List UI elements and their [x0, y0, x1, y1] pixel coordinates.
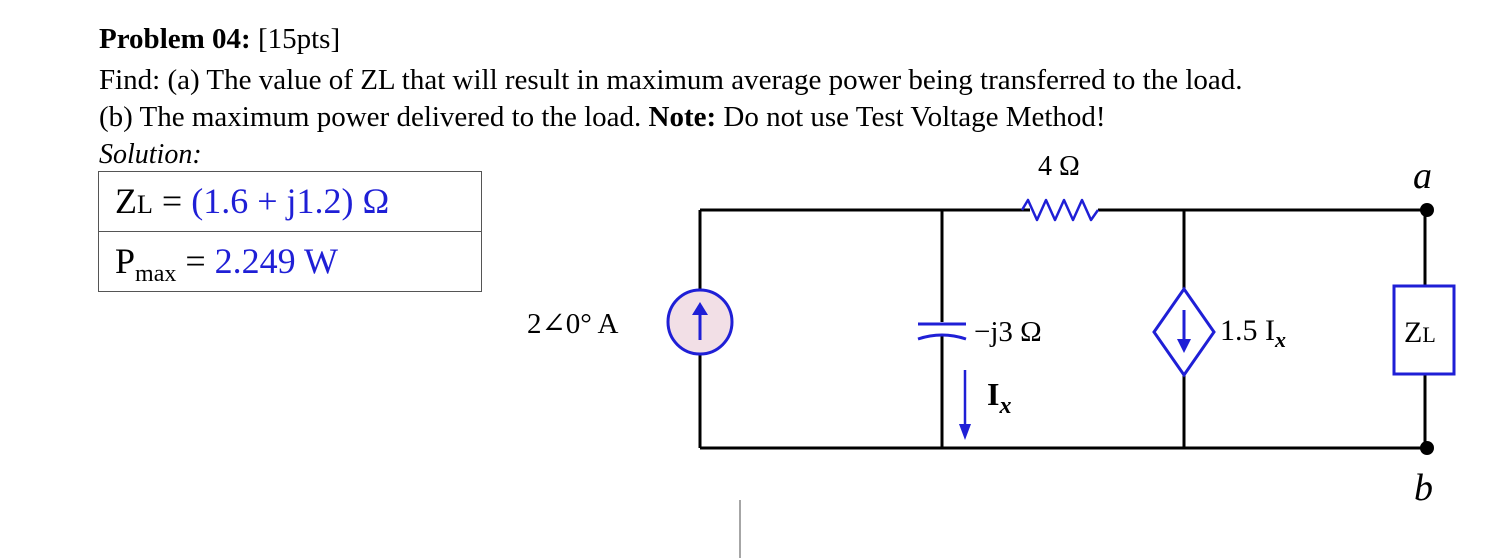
ix-label: Ix	[987, 376, 1011, 419]
answer-box: ZL = (1.6 + j1.2) Ω Pmax = 2.249 W	[98, 171, 482, 292]
ix-symbol: I	[987, 376, 999, 412]
node-b-label: b	[1414, 467, 1433, 509]
dependent-source-label: 1.5 Ix	[1220, 314, 1286, 352]
down-arrow-icon	[959, 424, 971, 440]
problem-line-b-text: (b) The maximum power delivered to the l…	[99, 101, 642, 133]
zl-equals: =	[152, 181, 192, 221]
zl-subscript: L	[137, 190, 153, 219]
problem-points: [15pts]	[257, 23, 341, 55]
dep-subscript: x	[1274, 327, 1286, 352]
note-text: Do not use Test Voltage Method!	[723, 101, 1106, 133]
load-impedance	[1392, 284, 1456, 376]
problem-number: Problem 04:	[99, 23, 251, 55]
answer-pmax: Pmax = 2.249 W	[115, 241, 338, 287]
pmax-symbol: P	[115, 241, 136, 281]
load-subscript: L	[1422, 322, 1435, 347]
source-label: 2∠0° A	[527, 308, 619, 340]
answer-zl-row: ZL = (1.6 + j1.2) Ω	[99, 172, 481, 232]
zl-symbol: Z	[115, 181, 137, 221]
problem-title: Problem 04: [15pts]	[99, 22, 340, 56]
ix-subscript: x	[998, 393, 1011, 419]
load-label: ZL	[1404, 316, 1436, 349]
node-a-dot	[1420, 203, 1434, 217]
problem-line-a: Find: (a) The value of ZL that will resu…	[99, 64, 1243, 96]
pmax-value: 2.249 W	[214, 241, 338, 281]
dep-down-arrow-icon	[1177, 339, 1191, 353]
load-symbol: Z	[1404, 316, 1422, 349]
solution-label: Solution:	[99, 139, 202, 170]
node-a-label: a	[1413, 155, 1432, 197]
pmax-equals: =	[176, 241, 215, 281]
capacitor-plate-bottom	[917, 333, 967, 341]
note-label: Note:	[648, 101, 717, 133]
resistor-4ohm	[1020, 198, 1100, 222]
capacitor-label: −j3 Ω	[974, 316, 1042, 348]
pmax-subscript: max	[135, 261, 177, 287]
node-b-dot	[1420, 441, 1434, 455]
resistor-label: 4 Ω	[1038, 151, 1080, 182]
zl-value: (1.6 + j1.2) Ω	[191, 181, 390, 221]
problem-line-b: (b) The maximum power delivered to the l…	[99, 100, 1106, 134]
circuit-wires	[698, 208, 1427, 450]
answer-pmax-row: Pmax = 2.249 W	[99, 232, 481, 292]
up-arrow-icon	[692, 302, 708, 315]
answer-zl: ZL = (1.6 + j1.2) Ω	[115, 181, 389, 225]
dep-coefficient: 1.5 I	[1220, 314, 1275, 347]
